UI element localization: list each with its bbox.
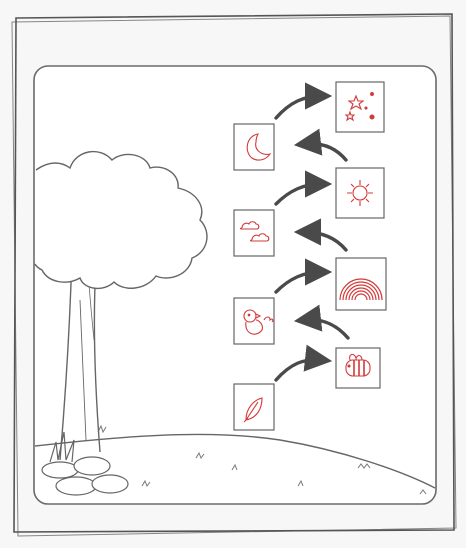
card-stars: [336, 82, 384, 132]
card-sun: [336, 168, 384, 218]
card-moon: [234, 124, 274, 170]
card-rainbow: [336, 258, 386, 310]
card-bird: [234, 298, 274, 344]
card-bee: [336, 348, 380, 388]
card-cloud: [234, 210, 274, 256]
card-leaf: [234, 384, 274, 430]
